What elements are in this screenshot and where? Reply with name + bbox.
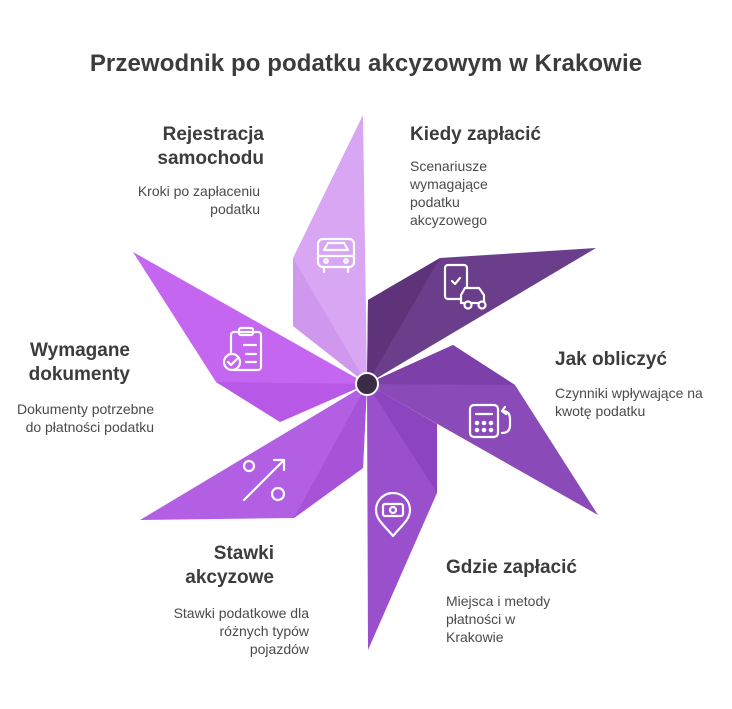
desc-jak: Czynniki wpływające na kwotę podatku (555, 385, 703, 419)
center-hub (355, 372, 379, 396)
label-wymagane: Wymagane dokumenty (28, 340, 130, 385)
car-front-icon (316, 237, 356, 274)
money-location-icon (374, 491, 412, 538)
desc-wymagane: Dokumenty potrzebne do płatności podatku (17, 401, 154, 435)
label-jak: Jak obliczyć (555, 349, 667, 370)
desc-rejestracja: Kroki po zapłaceniu podatku (137, 183, 260, 217)
percent-icon (242, 458, 286, 502)
blade-kiedy (367, 248, 596, 384)
calculator-icon (468, 403, 512, 439)
desc-stawki: Stawki podatkowe dla różnych typów pojaz… (173, 605, 309, 657)
desc-gdzie: Miejsca i metody płatności w Krakowie (446, 593, 551, 645)
page-title: Przewodnik po podatku akcyzowym w Krakow… (89, 50, 643, 77)
label-rejestracja: Rejestracja samochodu (157, 124, 264, 169)
label-stawki: Stawki akcyzowe (185, 543, 274, 588)
blade-wymagane (133, 252, 367, 422)
phone-car-icon (443, 263, 487, 310)
clipboard-check-icon (222, 326, 263, 372)
label-gdzie: Gdzie zapłacić (446, 557, 577, 578)
label-kiedy: Kiedy zapłacić (410, 124, 541, 145)
desc-kiedy: Scenariusze wymagające podatku akcyzoweg… (410, 158, 488, 228)
blade-stawki (140, 384, 367, 520)
